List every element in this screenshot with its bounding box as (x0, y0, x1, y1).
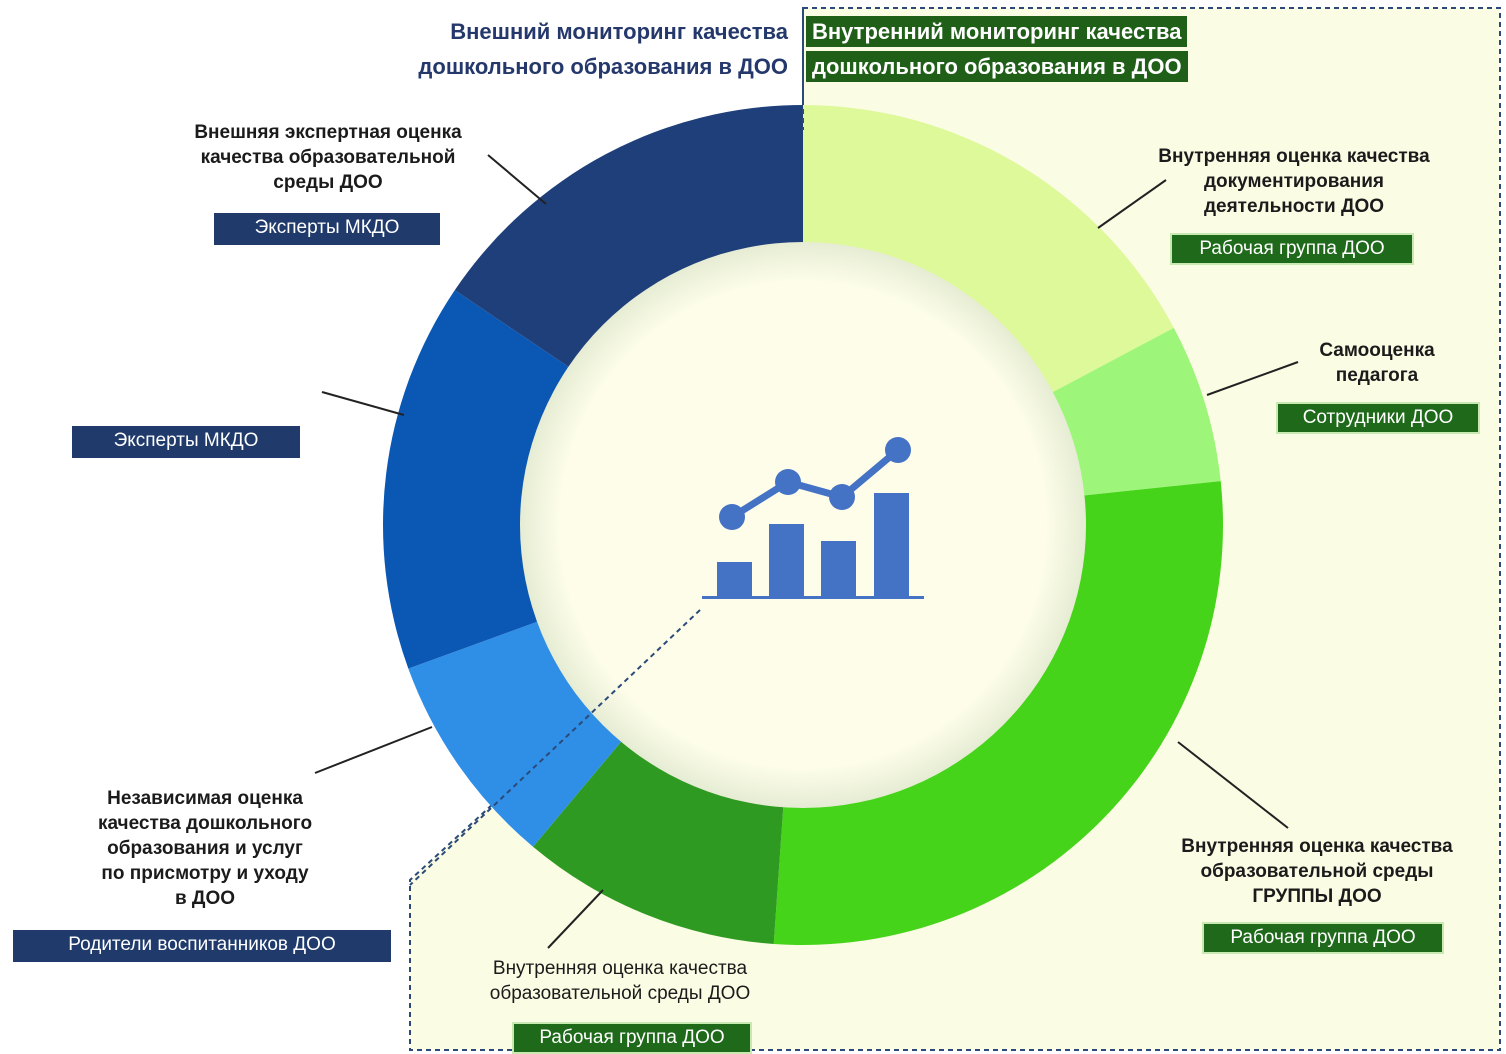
leader-line-expert (487, 154, 547, 205)
staff-tag: Сотрудники ДОО (1276, 402, 1480, 434)
leader-line-doc (1097, 179, 1167, 229)
expert-assessment-tag: Эксперты МКДО (214, 213, 440, 245)
ring-segment-independent (408, 620, 624, 847)
environment-assessment-label: Внутренняя оценка качества образовательн… (489, 958, 751, 1005)
ring-segment-self (1050, 327, 1221, 496)
internal-title-line1: Внутренний мониторинг качества (806, 16, 1188, 47)
ring-segment-env (533, 739, 784, 944)
self-assessment-label: Самооценка педагога (1319, 340, 1435, 387)
ring-segment-doc (803, 105, 1174, 394)
group-workgroup-tag: Рабочая группа ДОО (1202, 922, 1444, 954)
leader-line-group (1177, 741, 1289, 829)
internal-monitoring-title: Внутренний мониторинг качества дошкольног… (806, 14, 1188, 84)
divider-line-diagonal (409, 609, 701, 886)
growth-chart-icon (702, 437, 924, 599)
ring-segment-group (773, 481, 1224, 945)
leader-line-mkdo (321, 391, 405, 416)
ring-segment-expert (454, 105, 803, 369)
documentation-workgroup-tag: Рабочая группа ДОО (1170, 233, 1414, 265)
leader-line-self (1206, 361, 1299, 396)
documentation-assessment-label: Внутренняя оценка качества документирова… (1158, 146, 1430, 218)
leader-line-independent (314, 726, 433, 774)
environment-workgroup-tag: Рабочая группа ДОО (512, 1022, 752, 1054)
parents-tag: Родители воспитанников ДОО (13, 930, 391, 962)
independent-assessment-label: Независимая оценка качества дошкольного … (97, 788, 313, 910)
group-environment-label: Внутренняя оценка качества образовательн… (1181, 836, 1453, 908)
mkdo-experts-tag: Эксперты МКДО (72, 426, 300, 458)
internal-title-line2: дошкольного образования в ДОО (806, 51, 1188, 82)
leader-line-env (547, 889, 604, 949)
external-monitoring-title: Внешний мониторинг качества дошкольного … (418, 19, 788, 79)
donut-ring (383, 105, 1224, 945)
ring-segment-mkdo (383, 290, 571, 669)
expert-assessment-label: Внешняя экспертная оценка качества образ… (194, 122, 462, 194)
